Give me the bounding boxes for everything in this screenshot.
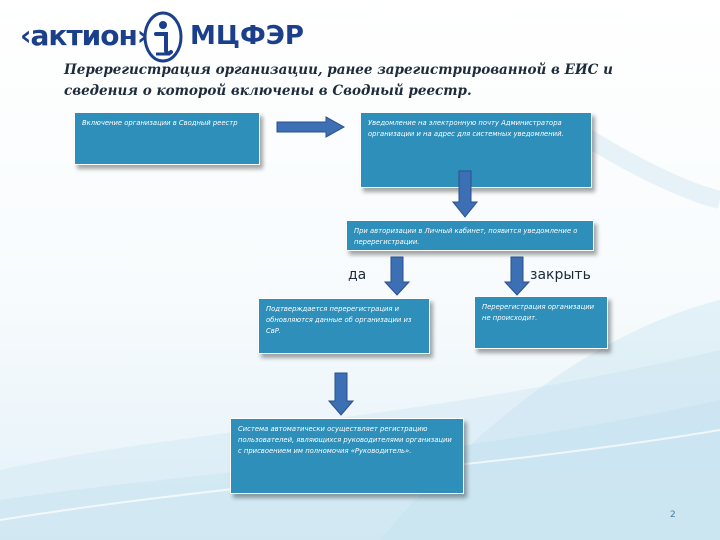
branch-label-yes: да	[348, 267, 367, 283]
branch-label-close: закрыть	[530, 267, 591, 283]
flow-step-cabinet-notification: При авторизации в Личный кабинет, появит…	[346, 220, 594, 251]
flow-step-reregistration-skipped: Перерегистрация организации не происходи…	[474, 296, 608, 349]
page-number: 2	[670, 510, 676, 520]
flow-step-reregistration-confirmed: Подтверждается перерегистрация и обновля…	[258, 298, 430, 354]
logo-aktion: ‹актион›	[20, 19, 148, 52]
arrow-down-final-icon	[327, 372, 355, 416]
slide-title: Перерегистрация организации, ранее зарег…	[64, 62, 613, 99]
arrow-down-close-icon	[503, 256, 531, 296]
flow-step-include-in-registry: Включение организации в Сводный реестр	[74, 112, 260, 165]
logo-mcfer: МЦФЭР	[190, 21, 304, 51]
info-emblem-icon	[143, 11, 183, 63]
arrow-right-icon	[276, 116, 346, 138]
flow-step-auto-register-users: Система автоматически осуществляет регис…	[230, 418, 464, 494]
flow-step-email-notification: Уведомление на электронную почту Админис…	[360, 112, 592, 188]
arrow-down-yes-icon	[383, 256, 411, 296]
arrow-down-icon	[451, 170, 479, 218]
